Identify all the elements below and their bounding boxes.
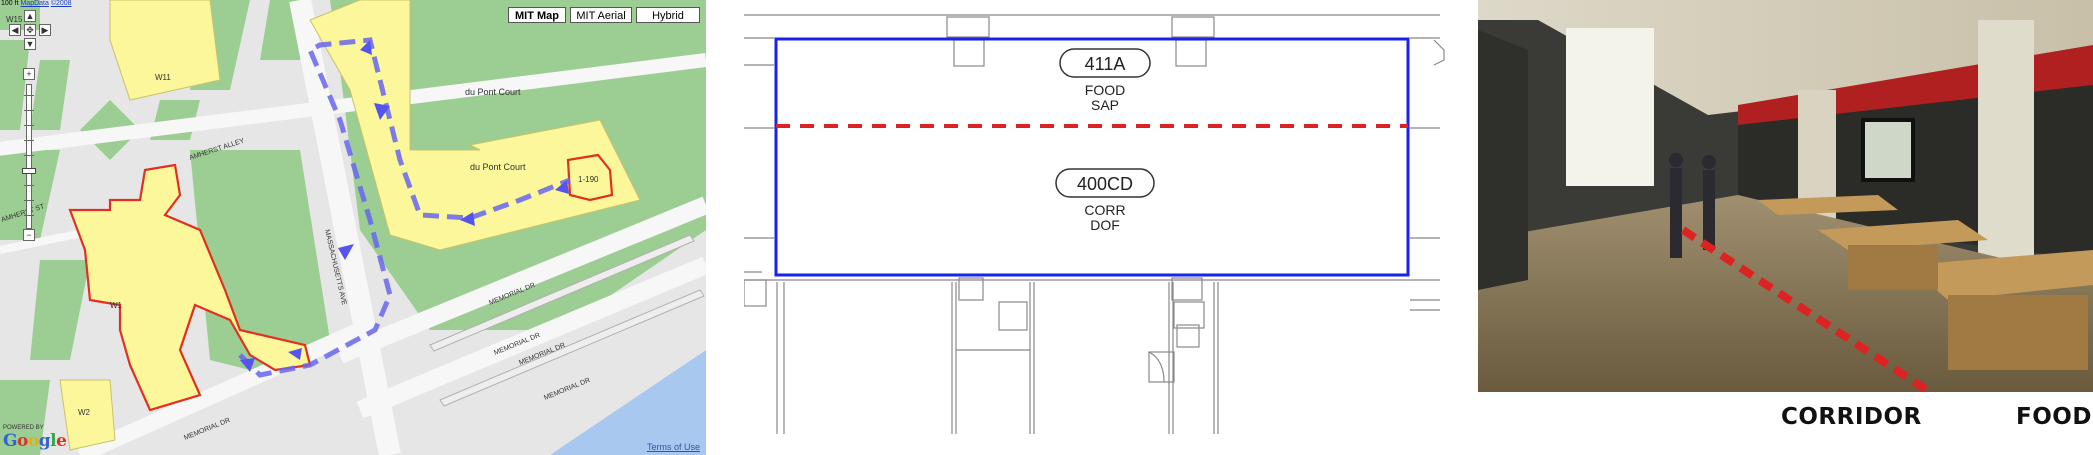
zoom-out-button[interactable]: − [23,229,35,241]
building-1-190-outline [566,153,614,202]
google-logo[interactable]: Google [3,431,67,451]
terms-of-use-link[interactable]: Terms of Use [646,442,700,452]
label-w11: W11 [155,73,171,82]
powered-by-text: POWERED BY [3,425,44,431]
mit-aerial-button[interactable]: MIT Aerial [570,7,632,23]
floor-plan: 411A FOOD SAP 400CD CORR DOF [744,0,1446,434]
label-w2: W2 [78,408,91,417]
label-w1: W1 [110,301,123,310]
map-buildings [59,0,641,451]
room-use-400cd: CORR [1084,202,1125,218]
food-label: FOOD [2016,404,2092,430]
photo-scene [1478,0,2093,455]
label-building-1-190: 1-190 [578,175,599,184]
arrow-right-icon[interactable]: ▶ [39,24,51,36]
pan-center-icon[interactable]: ✥ [24,24,36,36]
hybrid-button[interactable]: Hybrid [636,7,700,23]
arrow-down-icon[interactable]: ▼ [24,38,36,50]
label-du-pont-court-1: du Pont Court [465,87,521,97]
map-scale-credit: 100 ft MapData ©2008 [1,0,72,7]
corridor-label: CORRIDOR [1781,404,1922,430]
room-number-411a: 411A [1085,54,1126,74]
room-tag-411a [1059,48,1151,78]
arrow-left-icon[interactable]: ◀ [9,24,21,36]
plan-walls [744,14,1445,434]
room-dept-400cd: DOF [1090,217,1120,233]
interior-photo: CORRIDOR FOOD [1478,0,2093,455]
map-data-link[interactable]: MapData [20,0,49,7]
floor-plan-drawing: 411A FOOD SAP 400CD CORR DOF [744,14,1445,434]
scale-text: 100 ft [1,0,19,7]
plan-area-outline [774,37,1410,277]
label-w15: W15 [6,15,23,24]
room-tag-400cd [1055,168,1155,198]
campus-map[interactable]: W15 W11 AMHERST ALLEY AMHERST ST W1 W2 d… [0,0,706,455]
zoom-slider-thumb[interactable] [22,168,36,174]
map-canvas[interactable]: W15 W11 AMHERST ALLEY AMHERST ST W1 W2 d… [0,0,706,455]
route-arrows [240,40,569,372]
room-use-411a: FOOD [1085,82,1125,98]
copyright-link[interactable]: ©2008 [50,0,72,7]
mit-map-button[interactable]: MIT Map [508,7,566,23]
label-du-pont-court-2: du Pont Court [470,162,526,172]
room-dept-411a: SAP [1091,97,1119,113]
arrow-up-icon[interactable]: ▲ [24,10,36,22]
room-number-400cd: 400CD [1077,174,1133,194]
map-water [550,350,706,455]
zoom-slider-track[interactable] [26,84,32,229]
zoom-in-button[interactable]: + [23,68,35,80]
